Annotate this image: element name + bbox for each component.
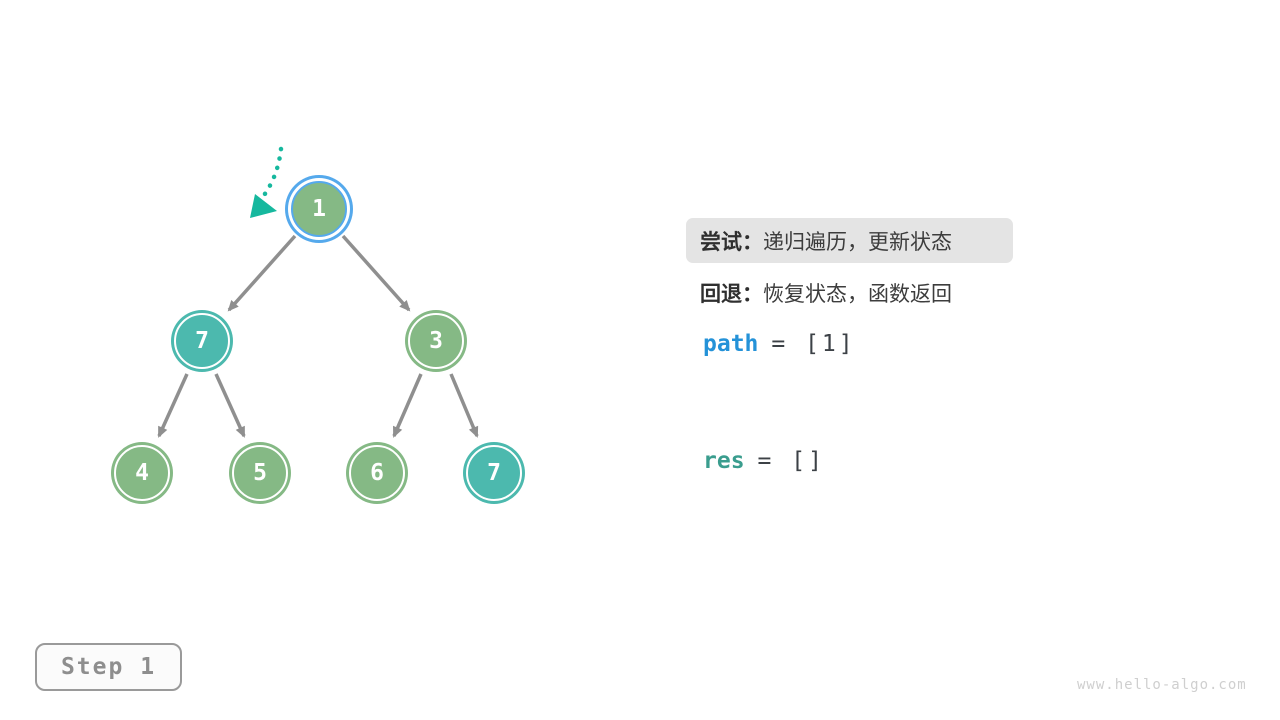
- step-badge-label: Step 1: [60, 654, 157, 680]
- path-var-value: = [1]: [771, 331, 856, 357]
- back-text: 恢复状态，函数返回: [763, 282, 952, 306]
- try-label: 尝试：: [700, 230, 763, 254]
- try-highlighted-line: 尝试：递归遍历，更新状态: [686, 218, 1013, 263]
- pointer-arrowhead-icon: [250, 194, 277, 218]
- edge-3-to-7: [449, 373, 479, 438]
- res-var-name: res: [703, 448, 745, 474]
- back-line: 回退：恢复状态，函数返回: [700, 270, 952, 315]
- edge-1-to-7: [227, 234, 297, 312]
- edge-7-to-5: [214, 373, 246, 438]
- edge-3-to-6: [392, 373, 423, 438]
- node-value: 7: [195, 328, 209, 354]
- res-variable-line: res = []: [703, 448, 825, 474]
- tree-node-1-current: 1: [291, 181, 347, 237]
- pointer-dotted-tail: [259, 146, 284, 201]
- res-var-value: = []: [757, 448, 825, 474]
- back-label: 回退：: [700, 282, 763, 306]
- tree-node-6: 6: [349, 445, 405, 501]
- tree-node-5: 5: [232, 445, 288, 501]
- node-value: 5: [253, 460, 267, 486]
- tree-node-4: 4: [114, 445, 170, 501]
- edge-7-to-4: [157, 373, 189, 438]
- path-variable-line: path = [1]: [703, 331, 856, 357]
- path-var-name: path: [703, 331, 759, 357]
- try-text: 递归遍历，更新状态: [763, 230, 952, 254]
- tree-node-7-left: 7: [174, 313, 230, 369]
- node-value: 7: [487, 460, 501, 486]
- node-value: 4: [135, 460, 149, 486]
- tree-edge-arrows: [157, 234, 479, 438]
- edge-1-to-3: [341, 234, 411, 312]
- node-value: 6: [370, 460, 384, 486]
- tree-node-7-right: 7: [466, 445, 522, 501]
- tree-node-3: 3: [408, 313, 464, 369]
- node-value: 1: [312, 196, 326, 222]
- step-badge: Step 1: [35, 643, 182, 691]
- site-watermark: www.hello-algo.com: [1077, 677, 1247, 693]
- current-pointer-icon: [250, 146, 284, 218]
- node-value: 3: [429, 328, 443, 354]
